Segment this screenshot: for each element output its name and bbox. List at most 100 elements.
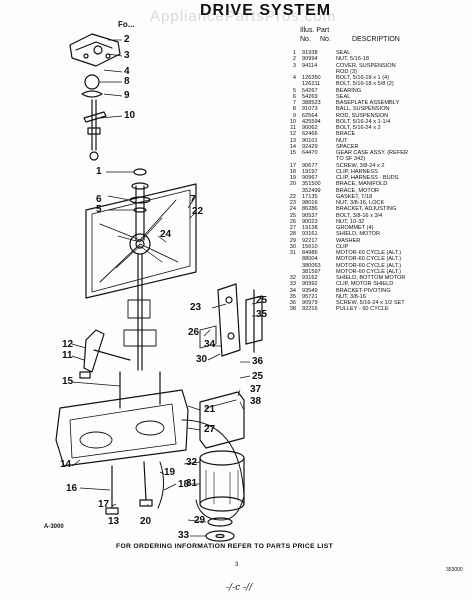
callout-number: 13	[108, 516, 120, 527]
part-description: COVER, SUSPENSION	[336, 62, 396, 69]
part-number: 90994	[302, 56, 318, 63]
illus-number: 8	[292, 106, 296, 113]
part-number: 91073	[302, 106, 318, 113]
illus-number: 29	[289, 237, 296, 244]
part-description: NUT, 5/16-18	[336, 56, 369, 63]
part-number: 84986	[302, 250, 318, 256]
part-number: 90677	[302, 162, 318, 169]
part-description: NUT, 3/8-16	[336, 293, 366, 300]
part-description: BRACE, MANIFOLD	[336, 181, 388, 188]
part-number: 62466	[302, 131, 318, 138]
part-description: MOTOR-60 CYCLE (ALT.)	[336, 256, 402, 263]
part-number: 352499	[302, 187, 321, 194]
illus-number: 10	[289, 118, 296, 125]
illus-number: 1	[292, 50, 296, 56]
part-number: 90023	[302, 218, 318, 225]
part-number: 92429	[302, 143, 318, 150]
parts-list-row: TO SF 342)	[282, 156, 468, 162]
callout-number: 22	[192, 206, 204, 217]
part-description: BOLT, 5/16-24 x 1-1/4	[336, 118, 391, 125]
part-description: MOTOR-60 CYCLE (ALT.)	[336, 250, 402, 256]
illus-number: 17	[289, 162, 296, 169]
callout-number: 35	[256, 309, 268, 320]
callout-number: 3	[124, 50, 130, 61]
part-description: WASHER	[336, 237, 361, 244]
illus-number: 28	[289, 231, 296, 238]
part-description: SCREW, 3/8-24 x 2	[336, 162, 385, 169]
part-number: 88004	[302, 256, 318, 263]
part-description: BOLT, 5/16-18 x 1 (4)	[336, 75, 390, 81]
illus-number: 23	[289, 200, 296, 206]
column-header-illus-no: No.	[300, 36, 311, 43]
callout-number: 17	[98, 499, 110, 510]
part-description: SEAL	[336, 50, 351, 56]
callout-number: 10	[124, 110, 136, 121]
callout-number: 8	[124, 76, 130, 87]
part-number: 92216	[302, 306, 318, 313]
part-description: ROD (3)	[336, 68, 357, 75]
callout-number: 2	[124, 34, 130, 45]
suspension-cover-shape	[69, 33, 121, 67]
illus-number: 34	[289, 287, 296, 294]
part-number: 19197	[302, 168, 318, 175]
callout-number: 25	[252, 371, 264, 382]
callout-number: 27	[204, 424, 216, 435]
motor-shape	[199, 496, 245, 512]
illus-number: 19	[289, 175, 296, 181]
callout-number: 33	[178, 530, 190, 541]
baseplate-shape	[85, 183, 197, 299]
part-number: 90992	[302, 281, 318, 288]
column-header-part-no: No.	[320, 36, 331, 43]
part-number: 90101	[302, 137, 318, 144]
part-number: 380063	[302, 262, 321, 269]
parts-list-row: 1 91938 SEAL	[282, 50, 468, 56]
part-description: BRACKET, ADJUSTING	[336, 206, 397, 213]
handwritten-note: -/-c -//	[226, 583, 253, 593]
illus-number: 3	[292, 62, 296, 69]
part-number: 126350	[302, 75, 321, 81]
part-number: 54267	[302, 87, 318, 94]
part-description: BASEPLATE ASSEMBLY	[336, 100, 400, 106]
callout-number: 24	[160, 229, 172, 240]
callout-number: 16	[66, 483, 78, 494]
part-number: 17135	[302, 193, 318, 200]
part-description: BRACKET-PIVOTING	[336, 287, 391, 294]
part-number: 62564	[302, 112, 318, 119]
callout-number: 12	[62, 339, 74, 350]
part-description: SHIELD, BOTTOM MOTOR	[336, 275, 406, 281]
callout-number: 20	[140, 516, 152, 527]
part-description: SCREW, 5/16-24 x 1/2 SET	[336, 300, 405, 306]
illus-number: 25	[289, 212, 296, 219]
parts-list-row: ROD (3)	[282, 69, 468, 75]
callout-number: 4	[124, 66, 130, 77]
illus-number: 2	[292, 56, 296, 63]
illus-number: 35	[289, 293, 296, 300]
part-number: 126211	[302, 81, 321, 88]
part-number: 95721	[302, 293, 318, 300]
part-number: 91938	[302, 50, 318, 56]
part-description: BOLT, 3/8-16 x 3/4	[336, 212, 383, 219]
illus-number: 38	[289, 306, 296, 313]
part-description: SPACER	[336, 143, 359, 150]
illus-number: 26	[289, 218, 296, 225]
callout-number: 30	[196, 354, 208, 365]
callout-number: 14	[60, 459, 72, 470]
part-number: 90979	[302, 300, 318, 306]
